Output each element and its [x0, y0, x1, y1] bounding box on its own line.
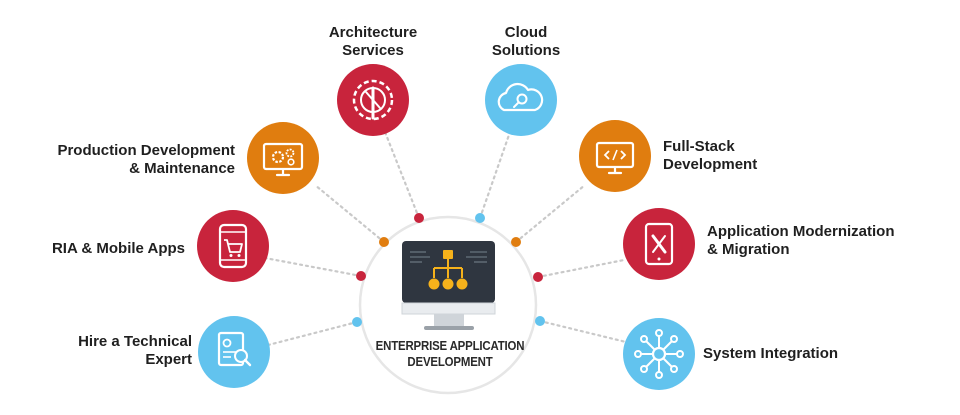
label-cloud-solutions: Cloud Solutions	[466, 24, 586, 60]
monitor-gears-icon	[247, 122, 319, 194]
connector-integration	[538, 319, 628, 344]
ring-dots	[352, 213, 545, 327]
label-line: Application Modernization	[707, 223, 895, 240]
monitor-flowchart-icon	[401, 241, 496, 330]
label-line: Development	[663, 156, 758, 173]
label-line: Architecture	[328, 24, 418, 41]
dot-hire	[352, 317, 362, 327]
network-hub-icon	[623, 318, 695, 390]
label-architecture-services: Architecture Services	[303, 24, 443, 60]
mobile-cart-icon	[197, 210, 269, 282]
center-title: ENTERPRISE APPLICATION DEVELOPMENT	[371, 338, 529, 370]
label-line: Expert	[145, 351, 192, 368]
label-line: Solutions	[491, 42, 561, 59]
connector-ria	[263, 256, 363, 278]
center-title-line: ENTERPRISE APPLICATION	[375, 338, 525, 353]
label-ria-mobile-apps: RIA & Mobile Apps	[20, 240, 185, 258]
dot-fullstack	[511, 237, 521, 247]
dot-integration	[535, 316, 545, 326]
profile-search-icon	[198, 316, 270, 388]
code-monitor-icon	[579, 120, 651, 192]
settings-tools-icon	[337, 64, 409, 136]
label-line: & Migration	[707, 241, 790, 258]
dot-architecture	[414, 213, 424, 223]
dot-production	[379, 237, 389, 247]
connector-architecture	[383, 130, 421, 220]
center-title-line: DEVELOPMENT	[407, 354, 493, 369]
connector-hire	[266, 320, 359, 347]
label-line: RIA & Mobile Apps	[51, 240, 185, 257]
label-line: Production Development	[57, 142, 235, 159]
label-application-modernization: Application Modernization & Migration	[707, 223, 957, 259]
tablet-tools-icon	[623, 208, 695, 280]
label-line: System Integration	[703, 345, 839, 362]
connector-cloud	[478, 130, 512, 220]
connector-modernization	[536, 258, 626, 279]
dot-modernization	[533, 272, 543, 282]
connector-fullstack	[514, 183, 587, 244]
dot-ria	[356, 271, 366, 281]
connector-lines	[263, 130, 628, 347]
cloud-search-icon	[485, 64, 557, 136]
dot-cloud	[475, 213, 485, 223]
label-full-stack-development: Full-Stack Development	[663, 138, 823, 174]
connector-production	[313, 183, 386, 244]
label-line: Cloud	[504, 24, 548, 41]
label-line: Full-Stack	[663, 138, 735, 155]
label-line: & Maintenance	[129, 160, 235, 177]
label-hire-technical-expert: Hire a Technical Expert	[40, 333, 192, 369]
label-line: Hire a Technical	[78, 333, 192, 350]
label-line: Services	[342, 42, 404, 59]
label-system-integration: System Integration	[703, 345, 903, 363]
label-production-development: Production Development & Maintenance	[20, 142, 235, 178]
